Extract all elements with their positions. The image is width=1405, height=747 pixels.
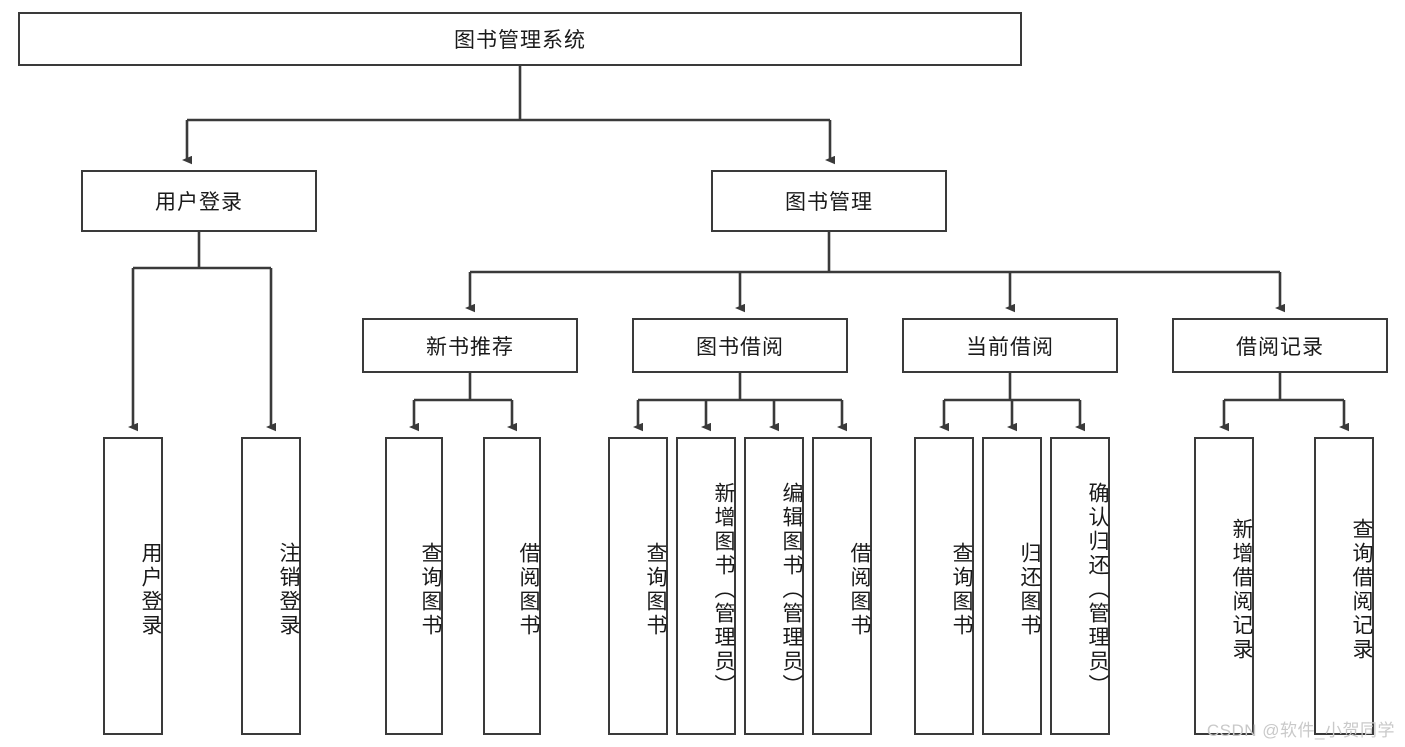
node-root-system[interactable]: 图书管理系统 [18, 12, 1022, 66]
node-label: 查询图书 [950, 542, 973, 638]
leaf-record-add-record[interactable]: 新增借阅记录 [1194, 437, 1254, 735]
node-label: 借阅记录 [1236, 335, 1324, 359]
node-label: 图书借阅 [696, 335, 784, 359]
node-label: 归还图书 [1018, 542, 1041, 638]
leaf-user-login[interactable]: 用户登录 [103, 437, 163, 735]
node-label: 新增图书（管理员） [712, 482, 735, 698]
leaf-current-query-book[interactable]: 查询图书 [914, 437, 974, 735]
node-label: 确认归还（管理员） [1086, 482, 1109, 698]
node-label: 当前借阅 [966, 335, 1054, 359]
leaf-borrow-edit-book-admin[interactable]: 编辑图书（管理员） [744, 437, 804, 735]
node-borrow-record[interactable]: 借阅记录 [1172, 318, 1388, 373]
node-label: 用户登录 [139, 542, 162, 638]
node-label: 借阅图书 [848, 542, 871, 638]
node-label: 图书管理 [785, 191, 873, 214]
leaf-current-return-book[interactable]: 归还图书 [982, 437, 1042, 735]
leaf-recommend-query-book[interactable]: 查询图书 [385, 437, 443, 735]
node-label: 查询图书 [644, 542, 667, 638]
node-label: 借阅图书 [517, 542, 540, 638]
node-user-login[interactable]: 用户登录 [81, 170, 317, 232]
csdn-watermark: CSDN @软件_小贺同学 [1206, 721, 1395, 740]
node-new-book-recommend[interactable]: 新书推荐 [362, 318, 578, 373]
leaf-current-confirm-return-admin[interactable]: 确认归还（管理员） [1050, 437, 1110, 735]
node-label: 查询借阅记录 [1350, 518, 1373, 662]
node-current-borrow[interactable]: 当前借阅 [902, 318, 1118, 373]
node-label: 编辑图书（管理员） [780, 482, 803, 698]
leaf-recommend-borrow-book[interactable]: 借阅图书 [483, 437, 541, 735]
node-label: 查询图书 [419, 542, 442, 638]
node-label: 注销登录 [277, 542, 300, 638]
leaf-borrow-query-book[interactable]: 查询图书 [608, 437, 668, 735]
node-label: 图书管理系统 [454, 29, 586, 52]
leaf-borrow-add-book-admin[interactable]: 新增图书（管理员） [676, 437, 736, 735]
node-book-borrow[interactable]: 图书借阅 [632, 318, 848, 373]
node-label: 用户登录 [155, 191, 243, 214]
node-label: 新增借阅记录 [1230, 518, 1253, 662]
leaf-record-query-record[interactable]: 查询借阅记录 [1314, 437, 1374, 735]
node-label: 新书推荐 [426, 335, 514, 359]
leaf-logout[interactable]: 注销登录 [241, 437, 301, 735]
node-book-management[interactable]: 图书管理 [711, 170, 947, 232]
leaf-borrow-borrow-book[interactable]: 借阅图书 [812, 437, 872, 735]
